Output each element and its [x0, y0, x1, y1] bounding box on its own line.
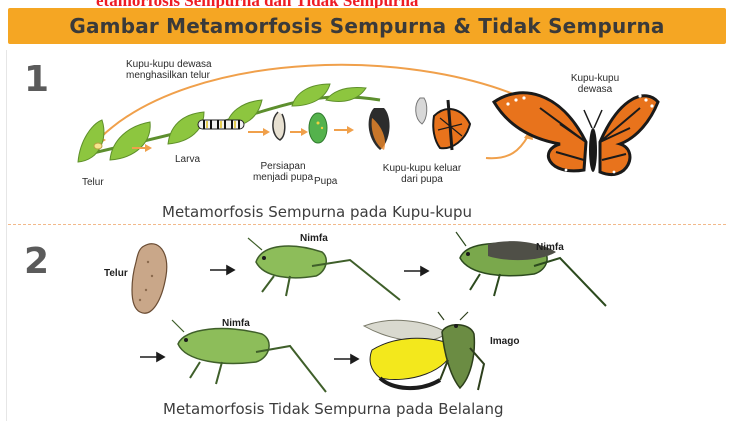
nymph-1 [248, 238, 400, 300]
stage-label-nimfa-3: Nimfa [222, 318, 250, 329]
adult-grasshopper [364, 312, 484, 390]
stage-label-nimfa-2: Nimfa [536, 242, 564, 253]
stage-label-nimfa-1: Nimfa [300, 233, 328, 244]
stage-label-telur-2: Telur [104, 268, 128, 279]
section-2-caption: Metamorfosis Tidak Sempurna pada Belalan… [163, 400, 503, 418]
nymph-2 [456, 232, 606, 306]
stage-label-imago: Imago [490, 336, 519, 347]
nymph-3 [172, 320, 326, 392]
grasshopper-egg-pod [132, 244, 167, 313]
